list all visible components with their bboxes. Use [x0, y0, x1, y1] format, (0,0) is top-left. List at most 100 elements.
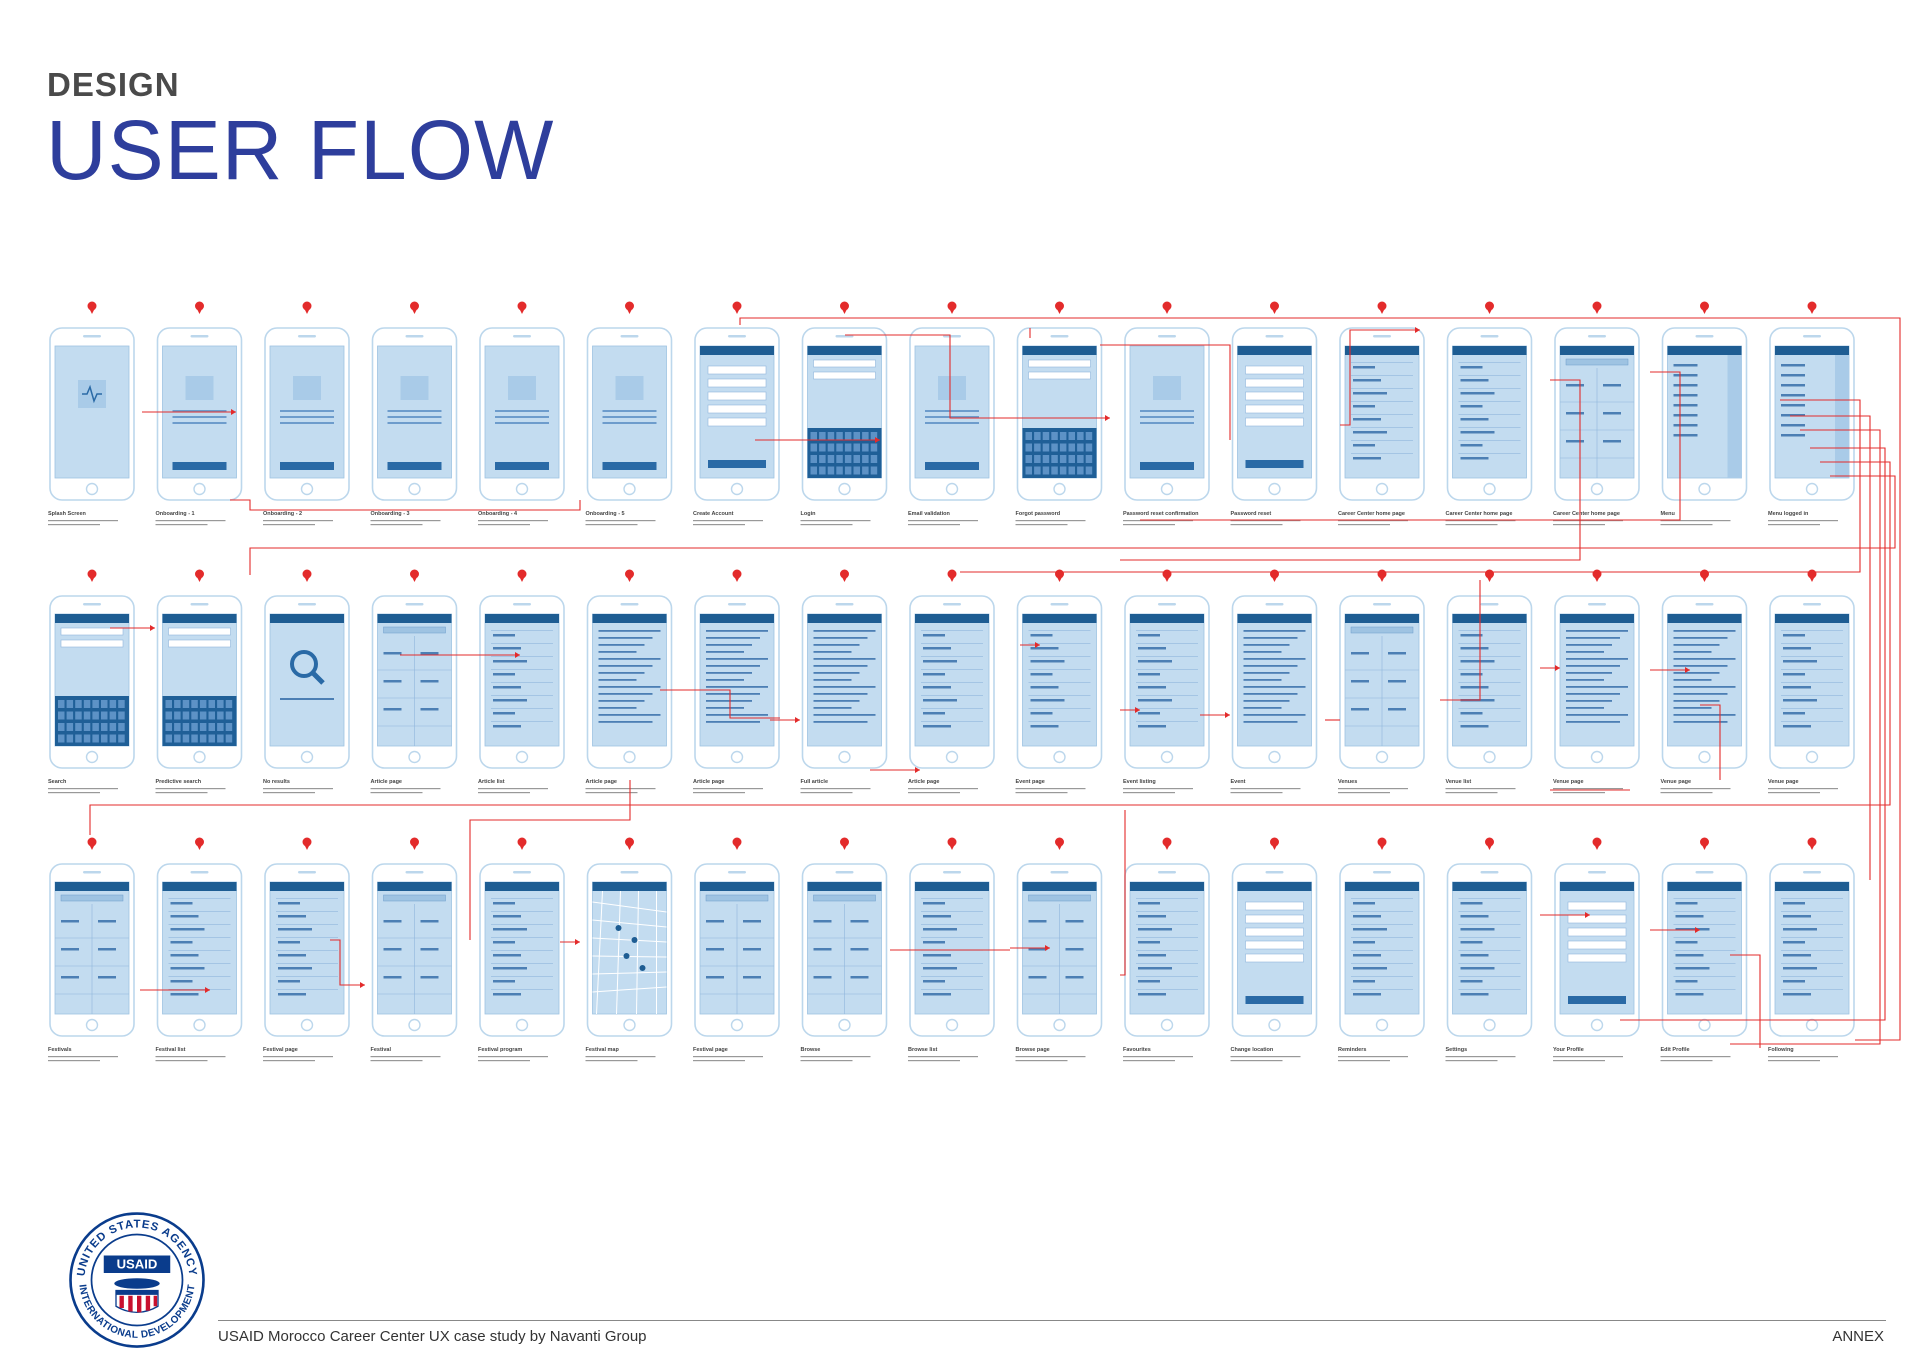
phone-screen: Predictive search — [155, 569, 243, 794]
phone-home-button — [193, 482, 206, 496]
flow-marker-tip — [304, 844, 310, 850]
flow-marker-tip — [1809, 576, 1815, 582]
keyboard-key — [1025, 455, 1032, 463]
phone-screen: Venue page — [1553, 569, 1640, 794]
phone-screen: Festival page — [263, 837, 350, 1062]
list-divider — [1028, 682, 1091, 683]
grid-cell-text — [420, 680, 439, 683]
keyboard-key — [58, 723, 65, 731]
list-item-text — [278, 928, 312, 931]
app-header-bar — [915, 882, 989, 891]
flow-marker-tip — [1271, 576, 1278, 582]
list-item-text — [1353, 457, 1381, 460]
flow-marker-tip — [1486, 308, 1493, 314]
keyboard-key — [844, 443, 852, 452]
phone-screen: Festival program — [478, 837, 565, 1062]
list-item-text — [1460, 941, 1483, 944]
phone-screen: Following — [1768, 837, 1855, 1062]
list-divider — [168, 924, 231, 925]
keyboard-key — [810, 443, 817, 452]
list-item-text — [1783, 712, 1805, 715]
map-road — [596, 890, 603, 1015]
list-item-text — [923, 634, 945, 637]
app-header-bar — [1237, 614, 1312, 623]
phone-speaker — [298, 871, 316, 874]
flow-marker-tip — [949, 844, 955, 850]
list-item-text — [1030, 660, 1065, 663]
phone-screen: Change location — [1230, 837, 1318, 1062]
paragraph-line — [1243, 700, 1290, 702]
screen-caption: Full article — [801, 779, 829, 785]
list-item-text — [1783, 902, 1805, 905]
keyboard-key — [827, 466, 835, 475]
flow-marker-tip — [519, 308, 525, 314]
keyboard-key — [208, 734, 215, 743]
list-divider — [1781, 630, 1843, 631]
flow-arrowhead — [360, 982, 365, 988]
keyboard-key — [191, 723, 198, 731]
paragraph-line — [706, 672, 752, 674]
flow-marker-tip — [1594, 844, 1600, 850]
app-header-bar — [592, 882, 667, 891]
list-item-text — [1460, 725, 1489, 728]
grid-cell-text — [1603, 440, 1621, 443]
list-item-text — [1675, 915, 1704, 918]
phone-screen: Browse — [800, 837, 888, 1062]
phone-screen: Onboarding - 4 — [478, 301, 565, 526]
phone-home-button — [730, 1018, 744, 1032]
list-item-text — [278, 967, 312, 970]
list-divider — [491, 911, 553, 912]
phone-speaker — [1695, 871, 1714, 874]
list-divider — [921, 937, 983, 938]
flow-marker-tip — [734, 576, 740, 582]
keyboard-key — [836, 466, 843, 475]
grid-cell-text — [1351, 680, 1369, 683]
text-line — [280, 410, 334, 412]
paragraph-line — [1566, 686, 1628, 688]
list-item-text — [1138, 686, 1166, 689]
phone-speaker — [513, 871, 531, 874]
grid-cell-text — [813, 976, 832, 979]
keyboard-key — [1085, 466, 1093, 475]
app-header-bar — [162, 882, 237, 891]
list-item-text — [278, 993, 306, 996]
phone-home-button — [408, 482, 421, 496]
list-item-text — [1138, 980, 1160, 983]
phone-speaker — [83, 335, 101, 338]
list-item-text — [1783, 941, 1805, 944]
input-field — [1028, 359, 1091, 368]
list-divider — [1136, 924, 1198, 925]
flow-arrowhead — [1555, 665, 1560, 671]
paragraph-line — [813, 707, 852, 709]
list-divider — [1136, 950, 1198, 951]
paragraph-line — [1673, 693, 1728, 695]
list-item-text — [923, 915, 951, 918]
list-item-text — [278, 902, 300, 905]
list-item-text — [1460, 457, 1489, 460]
list-item-text — [1138, 725, 1166, 728]
list-divider — [921, 682, 983, 683]
screen-description-line — [1445, 524, 1498, 526]
list-item-text — [1138, 993, 1166, 996]
paragraph-line — [598, 672, 645, 674]
flow-connector — [1620, 447, 1886, 1021]
screen-caption: Change location — [1231, 1047, 1274, 1053]
app-header-bar — [1022, 882, 1097, 891]
phone-screen: Venue page — [1660, 569, 1748, 794]
keyboard-key — [1034, 466, 1041, 475]
phone-speaker — [1588, 603, 1606, 606]
screen-caption: Settings — [1446, 1047, 1468, 1053]
flow-connector — [1120, 810, 1126, 976]
screen-description-line — [155, 524, 208, 526]
screen-description-line — [370, 788, 441, 790]
paragraph-line — [706, 658, 768, 660]
list-item-text — [1675, 967, 1710, 970]
list-divider — [1028, 695, 1091, 696]
screen-description-line — [478, 524, 530, 526]
menu-shadow — [1727, 355, 1742, 478]
screen-description-line — [1553, 520, 1623, 522]
phone-screen: Venue list — [1445, 569, 1533, 794]
list-item-text — [1353, 444, 1375, 447]
phone-speaker — [1480, 603, 1499, 606]
list-item-text — [1460, 954, 1489, 957]
